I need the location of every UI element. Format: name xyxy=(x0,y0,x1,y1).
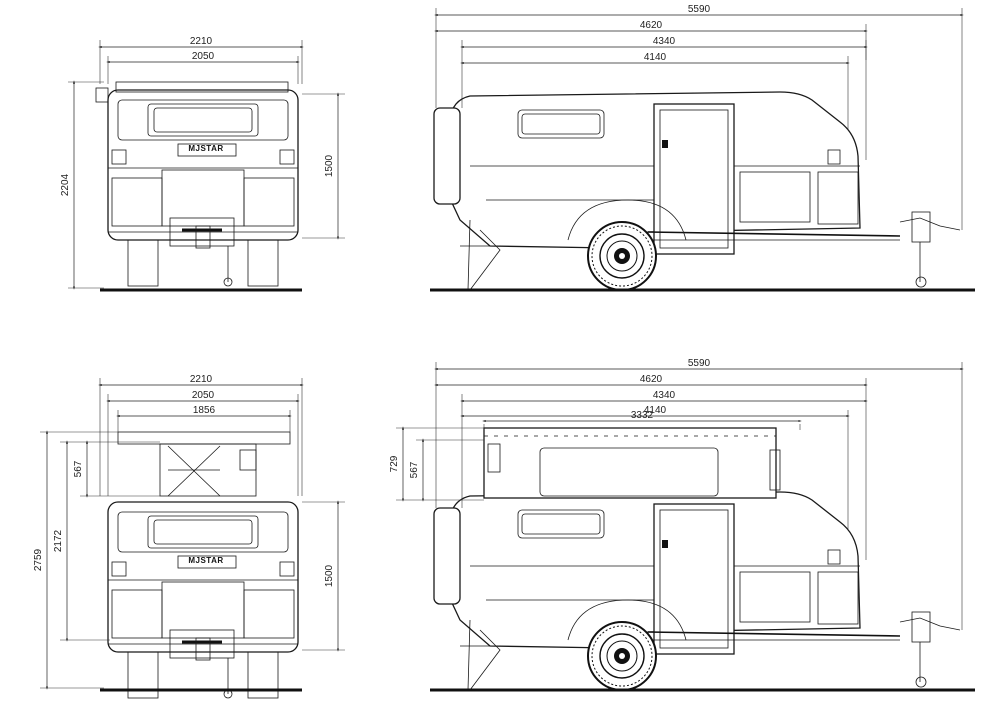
dim-open-side-lift-inner: 567 xyxy=(409,461,420,478)
rear-view-open: MJSTAR xyxy=(106,431,300,700)
side-view-closed xyxy=(433,91,961,291)
dim-open-rear-lift: 567 xyxy=(73,460,84,477)
dim-open-rear-width-overall: 2210 xyxy=(190,374,213,385)
dim-open-rear-height-body: 1500 xyxy=(324,564,335,587)
dim-closed-side-length-roof: 4140 xyxy=(644,52,667,63)
dim-open-rear-width-body: 2050 xyxy=(192,390,215,401)
dim-open-side-length-top: 3332 xyxy=(631,410,654,421)
dim-open-rear-width-top: 1856 xyxy=(193,405,216,416)
brand-logo: MJSTAR xyxy=(188,556,223,565)
dim-closed-side-length-b: 4340 xyxy=(653,36,676,47)
dim-open-side-lift-outer: 729 xyxy=(389,455,400,472)
rear-view-closed: MJSTAR xyxy=(95,81,300,288)
dim-open-rear-height-mid: 2172 xyxy=(53,529,64,552)
dim-open-rear-height-overall: 2759 xyxy=(33,548,44,571)
dim-closed-rear-height-overall: 2204 xyxy=(60,173,71,196)
dim-open-side-length-overall: 5590 xyxy=(688,358,711,369)
dim-closed-side-length-overall: 5590 xyxy=(688,4,711,15)
brand-logo: MJSTAR xyxy=(188,144,223,153)
dim-closed-rear-width-overall: 2210 xyxy=(190,36,213,47)
dim-open-side-length-roof: 4140 xyxy=(644,405,667,416)
dim-open-side-length-a: 4620 xyxy=(640,374,663,385)
dim-closed-rear-height-body: 1500 xyxy=(324,154,335,177)
side-view-open xyxy=(433,427,961,691)
dim-closed-rear-width-body: 2050 xyxy=(192,51,215,62)
dim-closed-side-length-a: 4620 xyxy=(640,20,663,31)
dim-open-side-length-b: 4340 xyxy=(653,390,676,401)
